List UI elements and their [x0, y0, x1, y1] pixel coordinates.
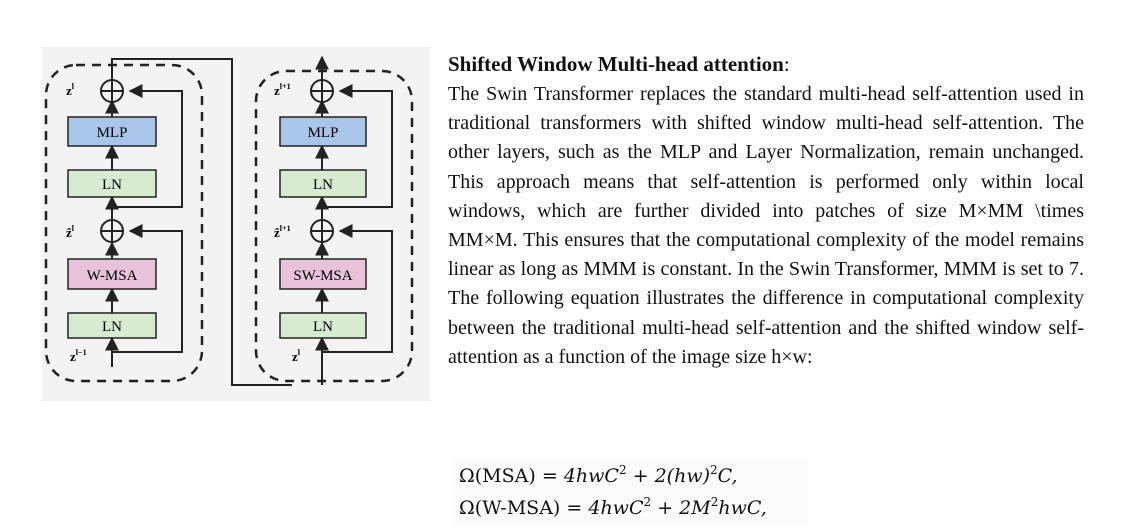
eq2-lhs: Ω(W-MSA)	[459, 497, 561, 519]
eq2-term2-tail: hwC,	[718, 497, 767, 519]
eq1-term1-exp: 2	[618, 463, 627, 477]
left-transformer-block: MLP LN W-MSA LN zl ẑl zl−1	[44, 58, 292, 386]
right-ln-bottom-label: LN	[313, 319, 333, 335]
right-ln-top-label: LN	[313, 177, 333, 193]
complexity-equations: Ω(MSA) = 4hwC2 + 2(hw)2C, Ω(W-MSA) = 4hw…	[452, 458, 808, 526]
left-attention-box	[67, 258, 157, 290]
left-ln-top-label: LN	[102, 177, 122, 193]
right-mid-var: ẑl+1	[274, 224, 291, 240]
right-mlp-box	[279, 116, 367, 147]
eq1-term1: 4hwC	[563, 465, 619, 487]
right-ln-bottom-box	[279, 312, 367, 339]
left-bottom-var: zl−1	[70, 348, 87, 364]
eq2-term1: 4hwC	[588, 497, 644, 519]
section-heading: Shifted Window Multi-head attention:	[448, 50, 1084, 78]
equation-msa: Ω(MSA) = 4hwC2 + 2(hw)2C,	[459, 463, 738, 487]
right-mlp-label: MLP	[308, 125, 339, 141]
right-bottom-var: zl	[292, 348, 301, 364]
eq1-term2-tail: C,	[717, 465, 738, 487]
swin-block-diagram: MLP LN W-MSA LN zl ẑl zl−1 MLP	[42, 47, 430, 401]
eq2-term2-exp: 2	[710, 495, 719, 509]
text-column: Shifted Window Multi-head attention: The…	[448, 50, 1084, 372]
left-block-dashed-border	[44, 63, 204, 383]
left-ln-bottom-label: LN	[102, 319, 122, 335]
eq1-term2-exp: 2	[710, 463, 718, 477]
left-mlp-box	[67, 116, 157, 147]
right-top-var: zl+1	[274, 82, 291, 98]
left-mlp-label: MLP	[97, 125, 128, 141]
eq2-term2: 2M	[679, 497, 711, 519]
left-ln-top-box	[67, 169, 157, 198]
left-ln-bottom-box	[67, 312, 157, 339]
left-mid-var: ẑl	[66, 224, 75, 240]
eq2-term1-exp: 2	[643, 495, 652, 509]
eq1-term2: 2(hw)	[654, 465, 711, 487]
right-attention-label: SW-MSA	[293, 268, 352, 284]
left-attention-label: W-MSA	[87, 268, 138, 284]
body-paragraph: The Swin Transformer replaces the standa…	[448, 83, 1084, 368]
diagram-background	[42, 47, 430, 401]
right-block-dashed-border	[254, 69, 414, 383]
right-transformer-block: MLP LN SW-MSA LN zl+1 ẑl+1 zl	[254, 55, 414, 385]
left-top-var: zl	[66, 82, 75, 98]
section-heading-text: Shifted Window Multi-head attention	[448, 52, 784, 76]
eq1-lhs: Ω(MSA)	[459, 465, 536, 487]
right-attention-box	[279, 258, 367, 290]
right-ln-top-box	[279, 169, 367, 198]
equation-w-msa: Ω(W-MSA) = 4hwC2 + 2M2hwC,	[459, 495, 767, 519]
section-heading-colon: :	[783, 52, 790, 76]
